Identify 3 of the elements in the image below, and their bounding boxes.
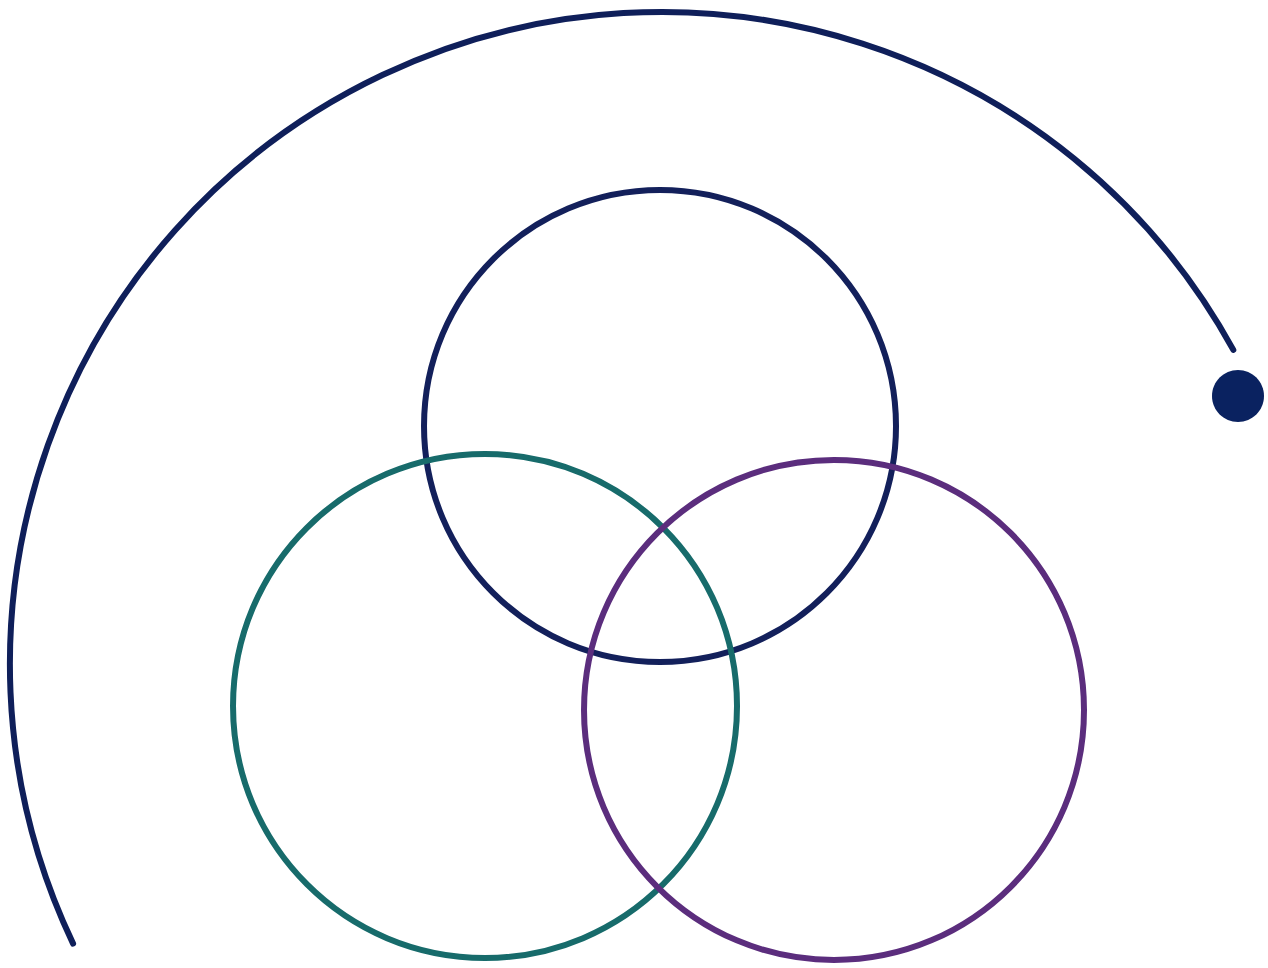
venn-circle [230,451,740,961]
venn-circle [421,187,899,665]
venn-circle [581,457,1087,963]
